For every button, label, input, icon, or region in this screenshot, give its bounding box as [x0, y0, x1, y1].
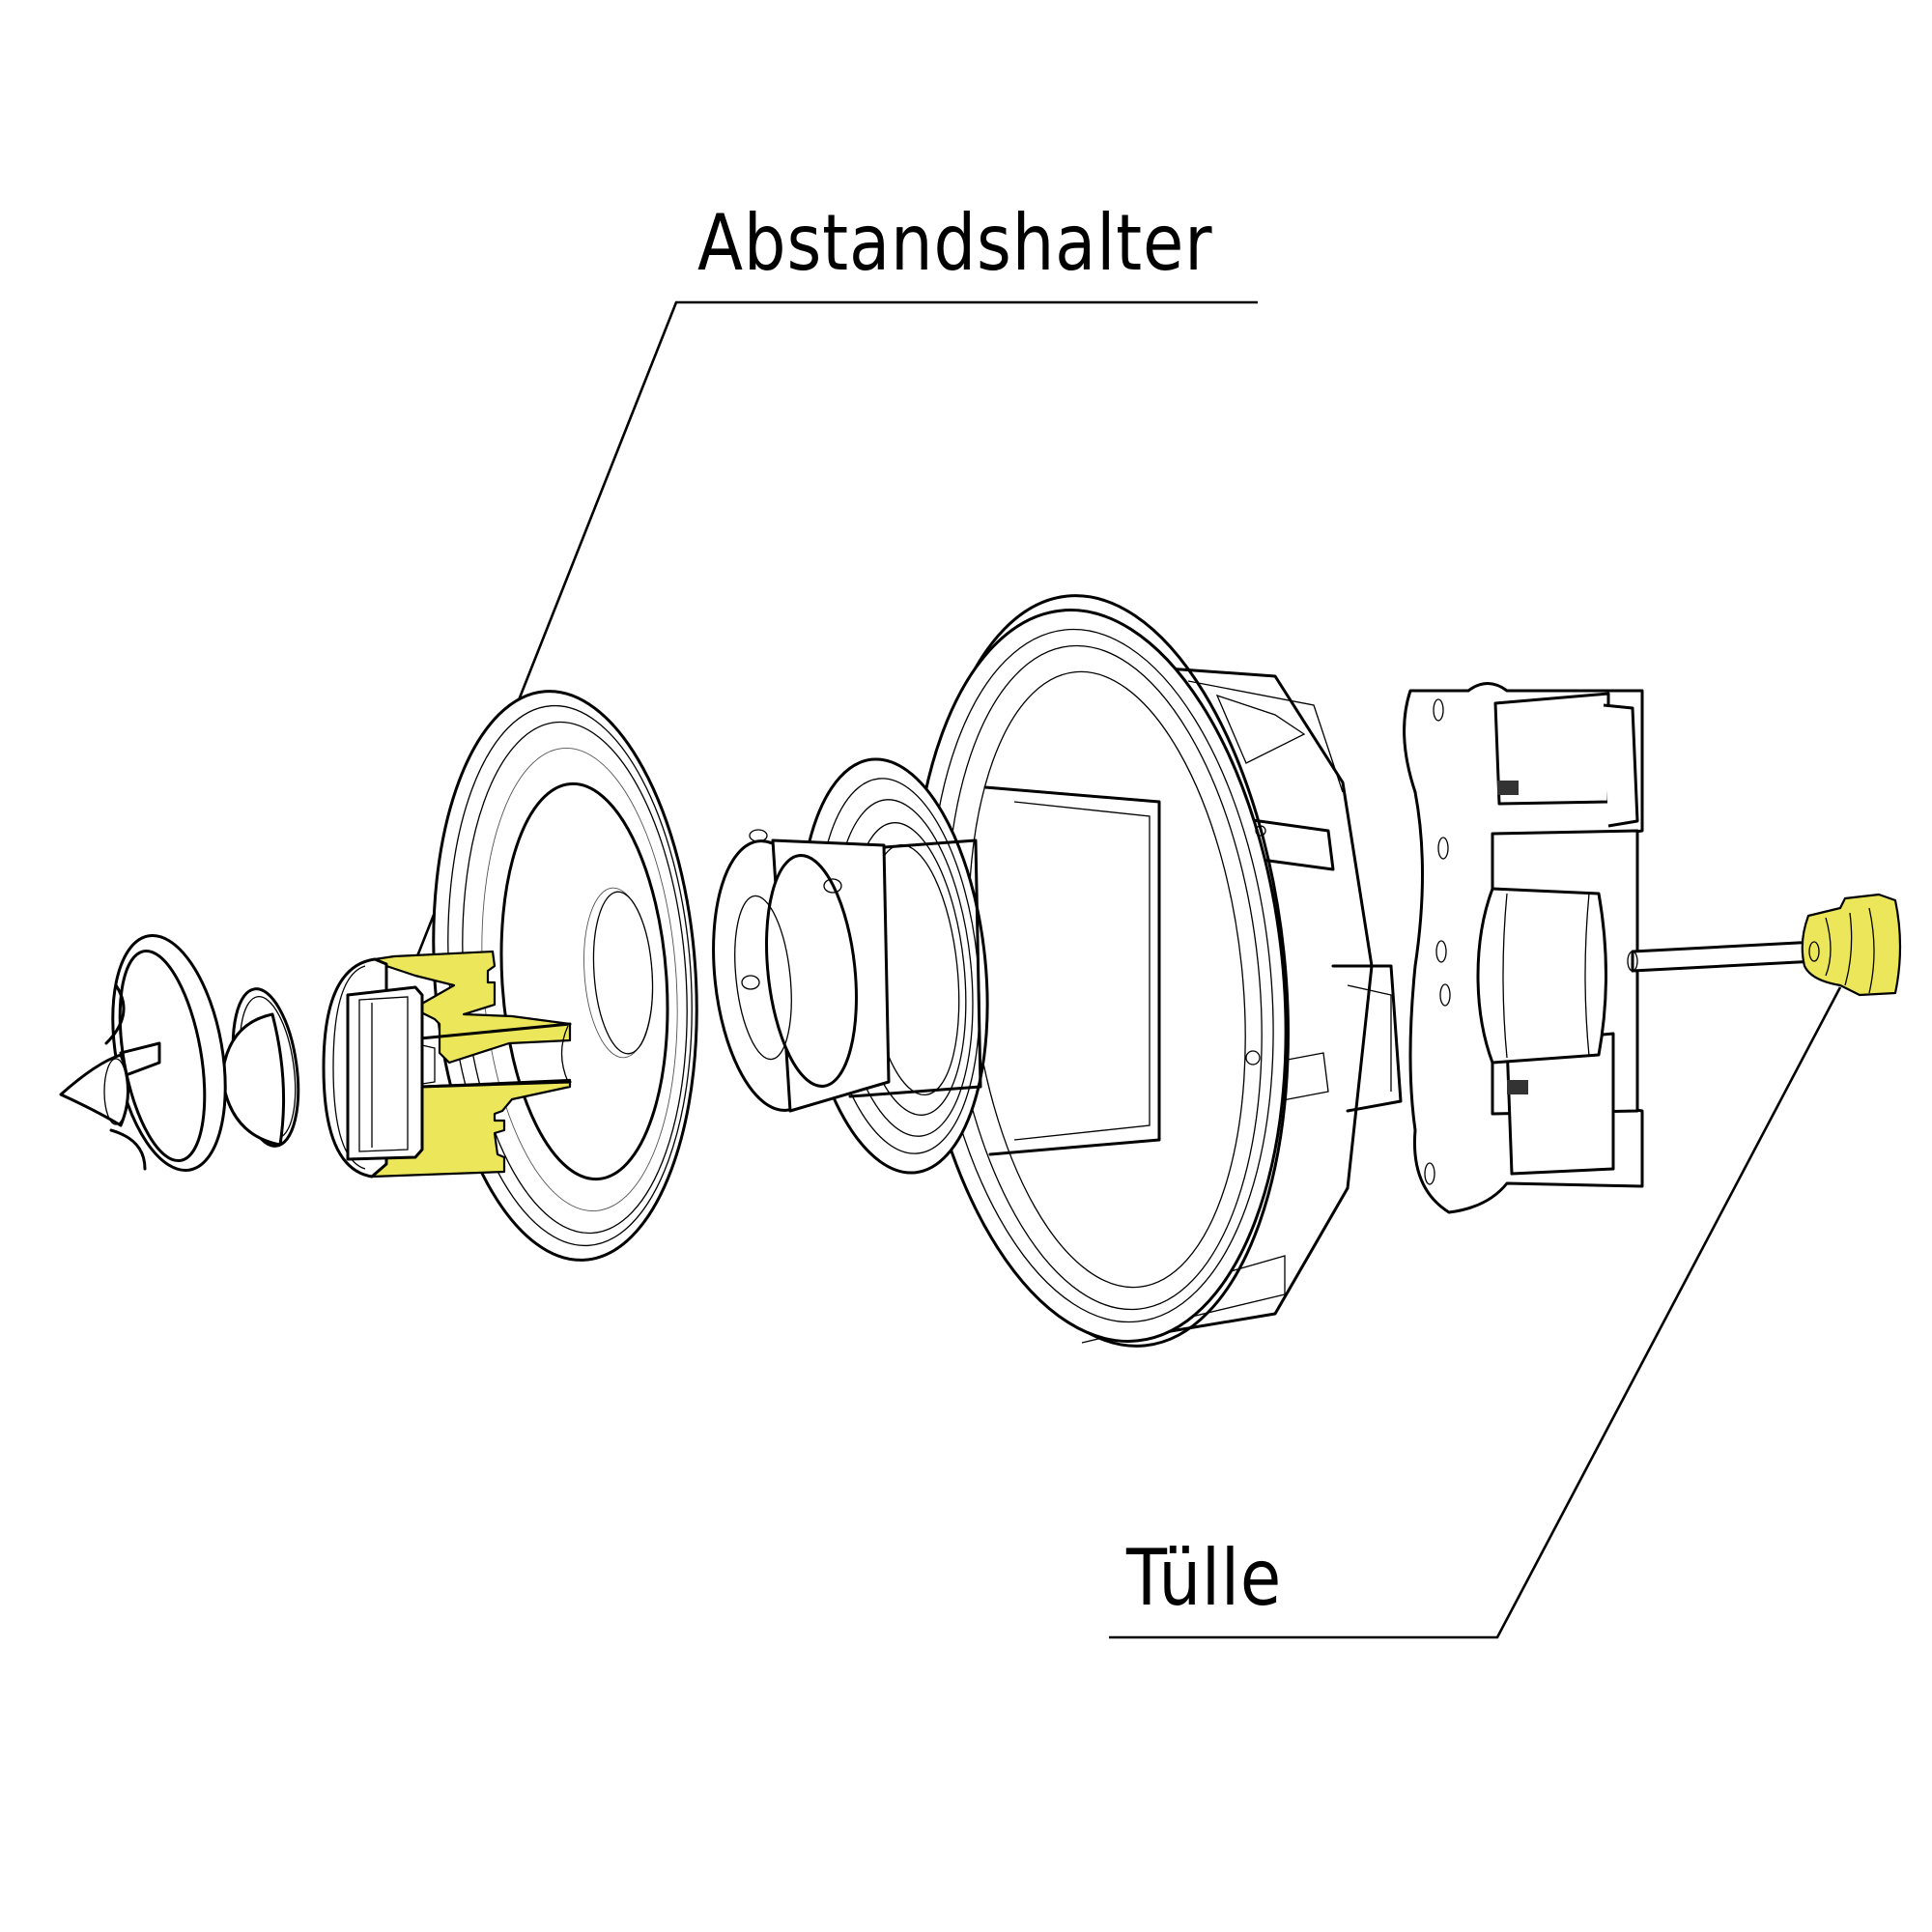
callout-label-tuelle: Tülle	[1126, 1533, 1283, 1623]
dust-cone	[712, 829, 891, 1113]
magnet-assembly	[1403, 682, 1644, 1214]
callout-tuelle-leader	[1109, 986, 1842, 1639]
callout-label-abstandshalter: Abstandshalter	[697, 198, 1213, 288]
main-cone	[432, 690, 698, 1262]
tweeter-dome	[220, 987, 300, 1148]
phase-plug	[59, 933, 227, 1173]
basket	[911, 594, 1403, 1348]
pole-rod	[1627, 940, 1818, 973]
grommet-tuelle	[1801, 893, 1902, 997]
tweeter-motor	[322, 957, 436, 1179]
